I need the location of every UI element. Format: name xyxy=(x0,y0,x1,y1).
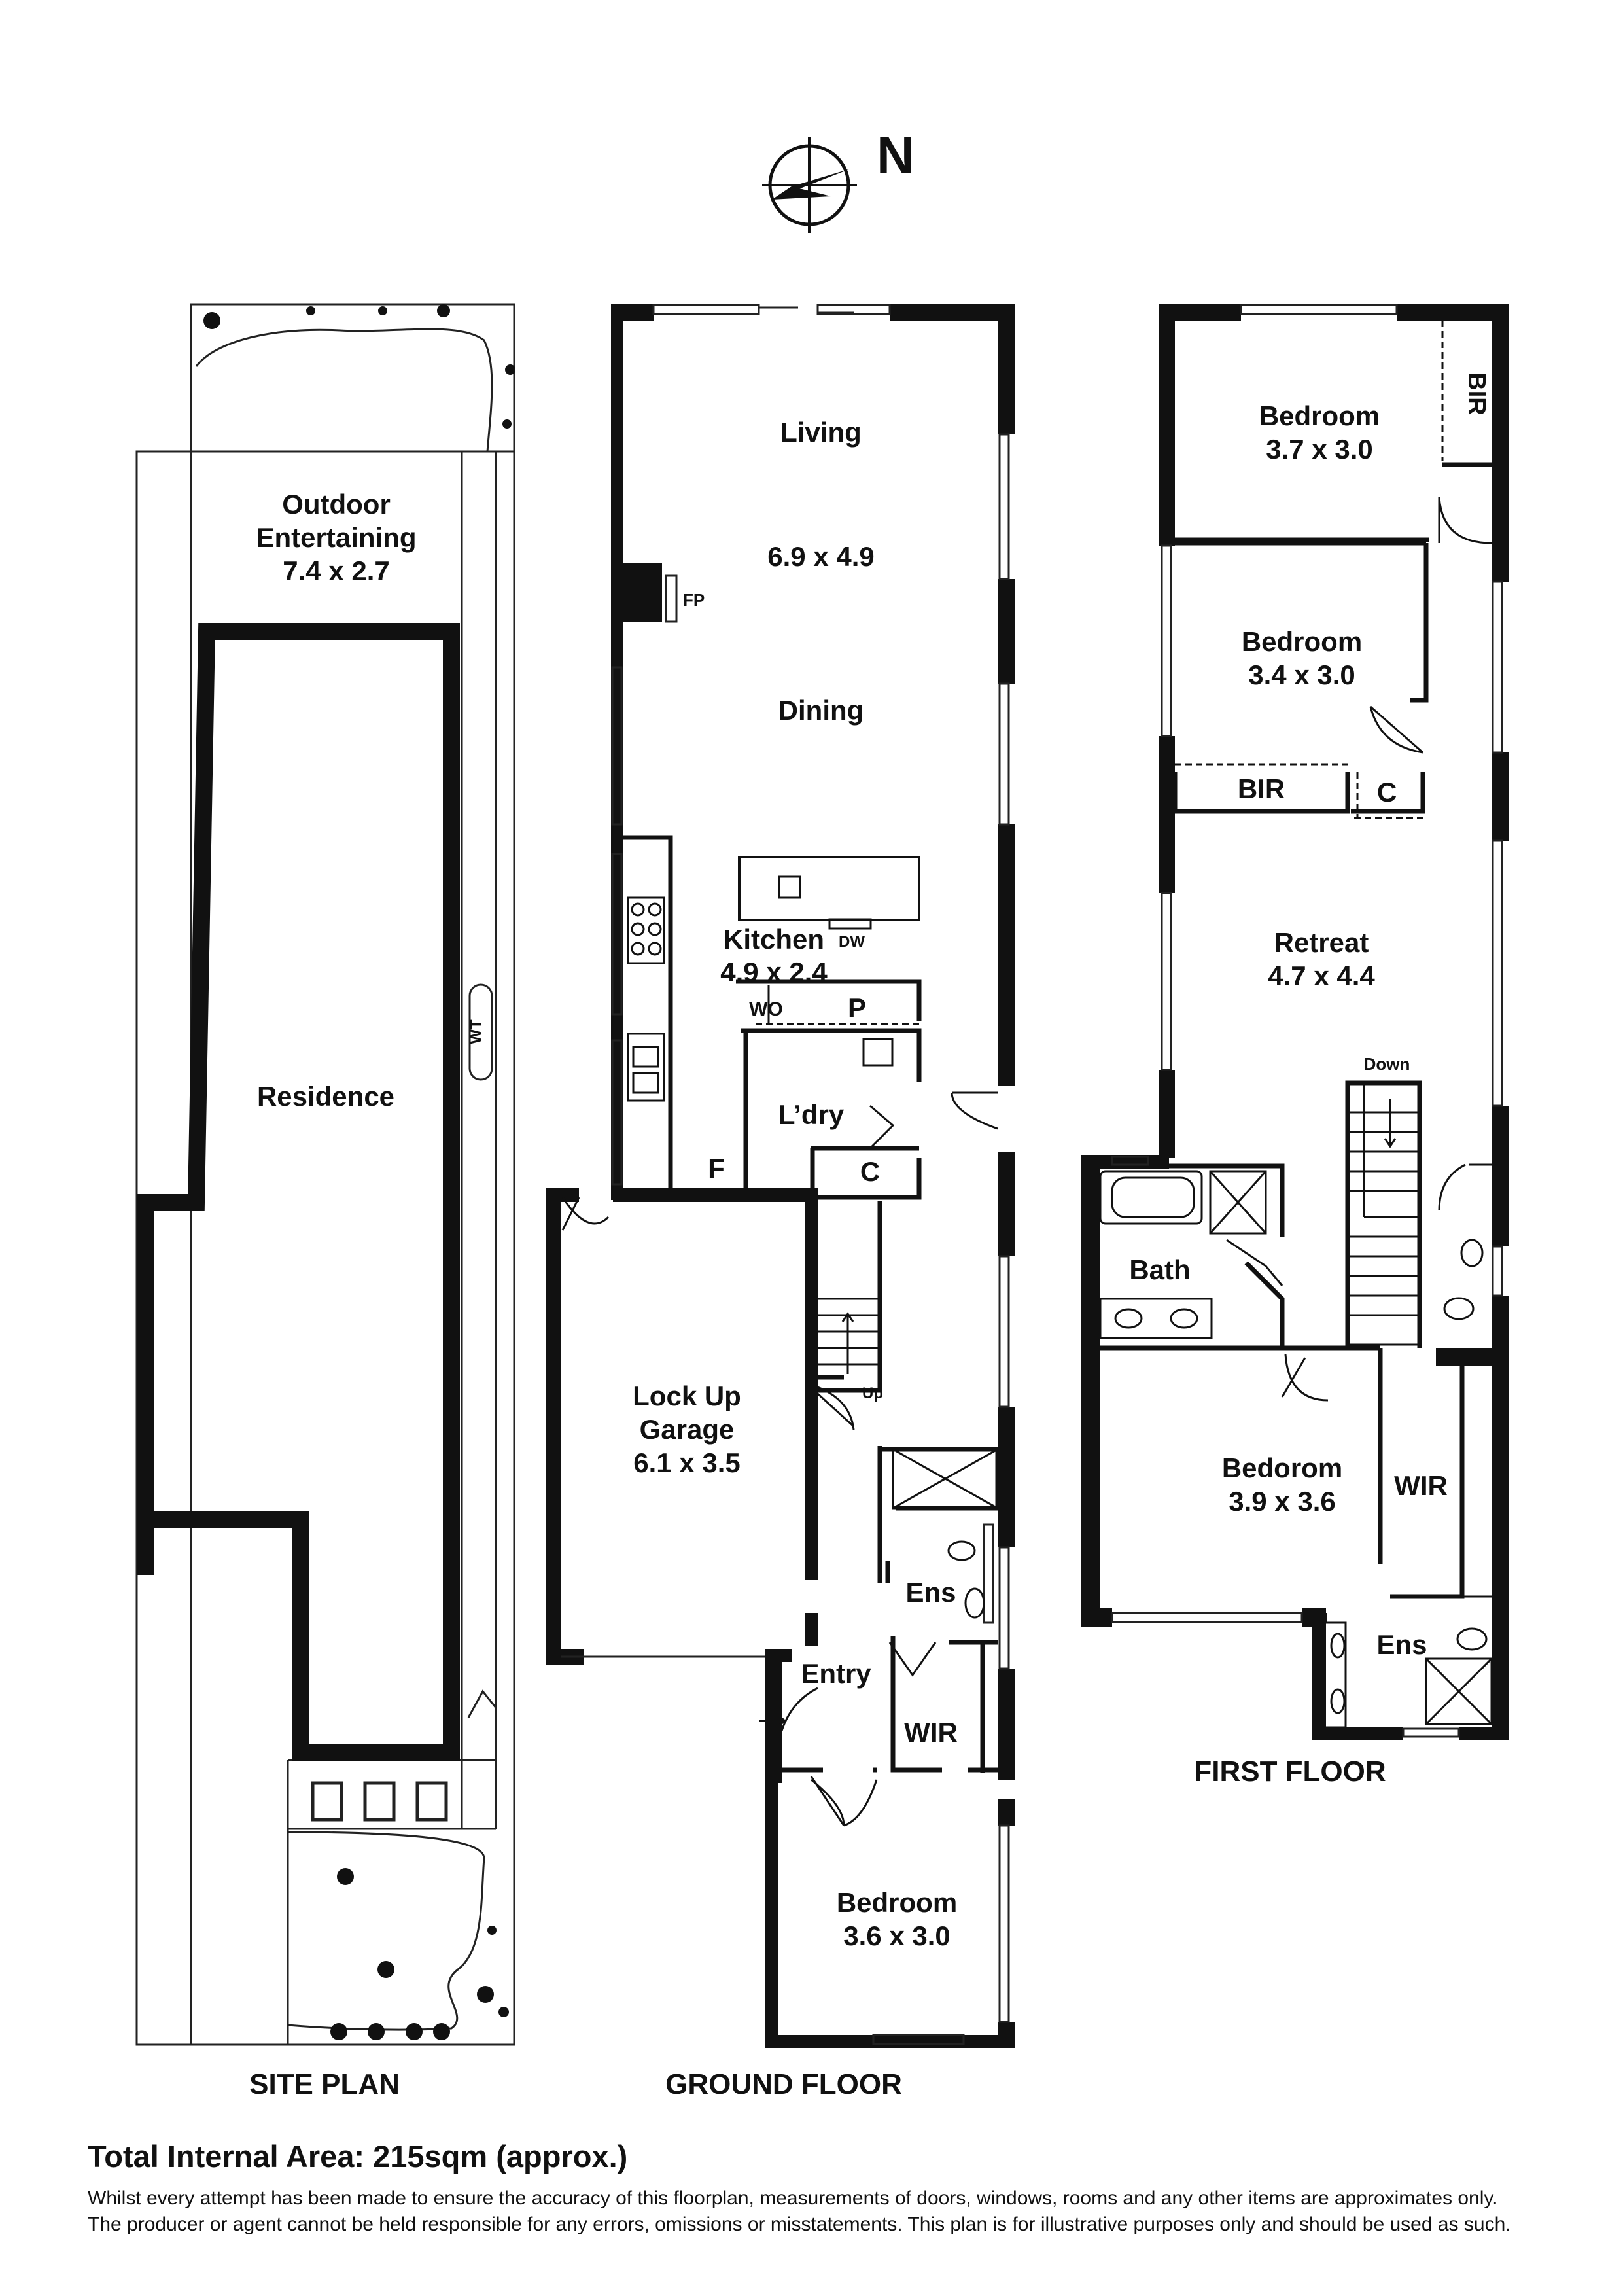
first-floor: Bedroom 3.7 x 3.0 BIR Bedroom 3.4 x 3.0 … xyxy=(1081,304,1509,1740)
bedroom-label: Bedroom xyxy=(837,1887,957,1918)
dw-label: DW xyxy=(839,933,865,951)
fp-label: FP xyxy=(683,590,705,610)
garage-dims: 6.1 x 3.5 xyxy=(633,1447,740,1478)
compass-icon xyxy=(762,137,857,233)
fridge-label: F xyxy=(708,1153,725,1184)
bed2-dims: 3.4 x 3.0 xyxy=(1248,660,1355,690)
cupboard-label: C xyxy=(860,1156,880,1187)
site-plan-title: SITE PLAN xyxy=(249,2068,400,2100)
kitchen-label: Kitchen xyxy=(724,924,824,955)
down-label: Down xyxy=(1364,1054,1410,1074)
bir-label: BIR xyxy=(1238,773,1285,804)
residence-label: Residence xyxy=(257,1081,394,1112)
ground-floor: Living 6.9 x 4.9 FP Dining Kitchen DW 4.… xyxy=(546,304,1015,2048)
wt-label: WT xyxy=(467,1019,485,1044)
dining-label: Dining xyxy=(778,695,864,726)
first-cupboard-label: C xyxy=(1377,777,1397,807)
first-ensuite-label: Ens xyxy=(1376,1629,1427,1660)
living-label: Living xyxy=(780,417,862,448)
bed2-label: Bedroom xyxy=(1242,626,1362,657)
site-plan: Outdoor Entertaining 7.4 x 2.7 Residence… xyxy=(135,303,515,2046)
bedroom-dims: 3.6 x 3.0 xyxy=(843,1920,950,1951)
total-area: Total Internal Area: 215sqm (approx.) xyxy=(88,2139,628,2174)
bed3-dims: 3.9 x 3.6 xyxy=(1229,1486,1335,1517)
kitchen-dims: 4.9 x 2.4 xyxy=(720,957,828,987)
outdoor-label: Outdoor xyxy=(282,489,391,520)
first-wir-label: WIR xyxy=(1394,1470,1448,1501)
pantry-label: P xyxy=(848,993,866,1023)
entry-label: Entry xyxy=(801,1658,871,1689)
outdoor-label-2: Entertaining xyxy=(256,522,416,553)
bir-vertical-label: BIR xyxy=(1463,372,1490,415)
ensuite-label: Ens xyxy=(905,1577,956,1608)
wo-label: WO xyxy=(749,998,783,1020)
outdoor-dims: 7.4 x 2.7 xyxy=(283,556,389,586)
disclaimer-line-2: The producer or agent cannot be held res… xyxy=(88,2214,1511,2235)
first-floor-title: FIRST FLOOR xyxy=(1194,1756,1386,1788)
bed1-label: Bedroom xyxy=(1259,400,1380,431)
up-label: Up xyxy=(862,1385,883,1402)
tree-icons xyxy=(203,304,515,2040)
bed3-label: Bedorom xyxy=(1222,1453,1342,1483)
garage-label: Lock Up xyxy=(633,1381,741,1411)
disclaimer-line-1: Whilst every attempt has been made to en… xyxy=(88,2187,1498,2209)
wir-label: WIR xyxy=(904,1717,958,1748)
bath-label: Bath xyxy=(1129,1254,1190,1285)
bed1-dims: 3.7 x 3.0 xyxy=(1266,434,1372,465)
ground-floor-title: GROUND FLOOR xyxy=(665,2068,902,2100)
laundry-label: L’dry xyxy=(778,1099,845,1130)
living-dims: 6.9 x 4.9 xyxy=(767,541,874,572)
garage-label-2: Garage xyxy=(640,1414,735,1445)
retreat-dims: 4.7 x 4.4 xyxy=(1268,961,1375,991)
compass-label: N xyxy=(877,126,915,185)
retreat-label: Retreat xyxy=(1274,927,1369,958)
residence-outline xyxy=(137,623,460,1761)
disclaimer: Whilst every attempt has been made to en… xyxy=(88,2185,1511,2238)
